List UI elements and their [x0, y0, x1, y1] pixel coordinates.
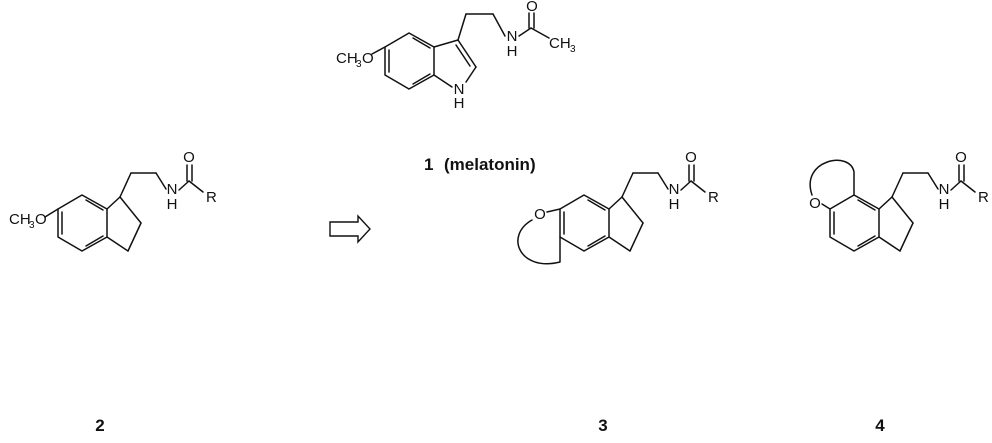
compound-4-ring-bond [899, 222, 914, 252]
compound-3-o-bond [546, 208, 561, 213]
melatonin-benzene-ring [384, 32, 435, 90]
melatonin-c7a-n1-bond [433, 74, 453, 88]
transformation-arrow [329, 214, 371, 244]
compound-2-structure: O N H R CH 3 O [9, 149, 217, 252]
melatonin-methoxy-bond [371, 46, 386, 55]
compound-4-ring-bond [891, 196, 914, 224]
compound-2-r-group: R [206, 189, 217, 206]
compound-4-double-bond [857, 235, 876, 247]
compound-2-double-bond [85, 199, 104, 211]
melatonin-structure: O N H CH 3 N H CH 3 O [336, 0, 576, 112]
compound-4-carbonyl-oxygen: O [955, 149, 967, 166]
melatonin-c3-c3a-bond [433, 39, 459, 48]
compound-2-chain-bond [119, 172, 132, 198]
melatonin-indole-h: H [454, 95, 465, 112]
compound-2-double-bond [85, 235, 104, 247]
compound-4-amide-h: H [939, 196, 950, 213]
compound-4-o-bond [821, 203, 831, 210]
compound-2-amide-bond [178, 180, 190, 191]
melatonin-indole-n: N [454, 81, 465, 98]
melatonin-methyl-bond [530, 27, 550, 39]
compound-3-carbonyl-oxygen: O [685, 149, 697, 166]
compound-2-methoxy-bond [44, 208, 59, 218]
compound-2-carbonyl-oxygen: O [183, 149, 195, 166]
compound-4-chain-bond [927, 172, 939, 190]
compound-4-structure: O O N H R [809, 149, 989, 252]
compound-2-ring-bond [106, 236, 129, 252]
melatonin-methyl-subscript: 3 [570, 44, 576, 55]
compound-3-r-bond [690, 180, 706, 193]
compound-2-ring-bond [119, 196, 142, 224]
melatonin-n1-c2-bond [465, 66, 477, 83]
compound-4-ring-oxygen: O [809, 195, 821, 212]
melatonin-double-bond [412, 73, 431, 85]
melatonin-c2-c3-bond [457, 39, 477, 68]
compound-3-r-group: R [708, 189, 719, 206]
compound-2-methoxy-o: O [35, 211, 47, 228]
compound-3-ring-bond [608, 236, 631, 252]
melatonin-double-bond [412, 37, 431, 49]
compound-2-ring-bond [127, 222, 142, 252]
melatonin-methoxy-ch: CH [336, 50, 358, 67]
melatonin-methyl-c: CH [549, 35, 571, 52]
compound-3-chain-bond [657, 172, 669, 190]
compound-2-amide-h: H [167, 196, 178, 213]
compound-3-double-bond [587, 235, 606, 247]
compound-2-methoxy-ch: CH [9, 211, 31, 228]
compound-1-name: (melatonin) [444, 155, 536, 174]
compound-4-r-bond [960, 180, 976, 193]
melatonin-methoxy-subscript: 3 [356, 59, 362, 70]
compound-3-amide-bond [680, 180, 692, 191]
compound-3-benzene-ring [559, 194, 610, 252]
compound-2-r-bond [188, 180, 204, 193]
melatonin-carbonyl-oxygen: O [526, 0, 538, 15]
compound-1-number: 1 [424, 155, 433, 174]
compound-2-number: 2 [95, 416, 104, 435]
compound-2-benzene-ring [57, 194, 108, 252]
compound-4-benzene-ring [829, 194, 880, 252]
compound-4-chain-bond [891, 172, 904, 198]
compound-3-ring-oxygen: O [534, 206, 546, 223]
compound-4-ring-bond [878, 236, 901, 252]
compound-4-r-group: R [978, 189, 989, 206]
compound-3-double-bond [587, 199, 606, 211]
compound-3-amide-h: H [669, 196, 680, 213]
compound-3-ring-bond [608, 196, 623, 210]
compound-3-ring-bond [629, 222, 644, 252]
compound-2-ring-bond [106, 196, 121, 210]
melatonin-amide-bond [518, 27, 532, 37]
melatonin-amide-n: N [507, 28, 518, 45]
melatonin-amide-h: H [507, 43, 518, 60]
compound-4-double-bond [857, 199, 876, 211]
compound-4-ring-bond [878, 196, 893, 210]
melatonin-methoxy-o: O [362, 50, 374, 67]
compound-3-fused-ring-arc [517, 219, 561, 265]
compound-3-amide-n: N [669, 181, 680, 198]
compound-4-amide-n: N [939, 181, 950, 198]
compound-4-fused-ring-arc [809, 159, 855, 196]
melatonin-chain-bond [457, 13, 467, 41]
compound-2-methoxy-subscript: 3 [29, 220, 35, 231]
compound-4-number: 4 [875, 416, 885, 435]
compound-3-chain-bond [621, 172, 634, 198]
compound-3-ring-bond [621, 196, 644, 224]
compound-3-number: 3 [598, 416, 607, 435]
compound-4-amide-bond [950, 180, 962, 191]
melatonin-double-bond [455, 44, 471, 67]
compound-2-chain-bond [155, 172, 167, 190]
compound-3-structure: O O N H R [517, 149, 719, 265]
melatonin-chain-bond [492, 13, 506, 37]
compound-2-amide-n: N [167, 181, 178, 198]
